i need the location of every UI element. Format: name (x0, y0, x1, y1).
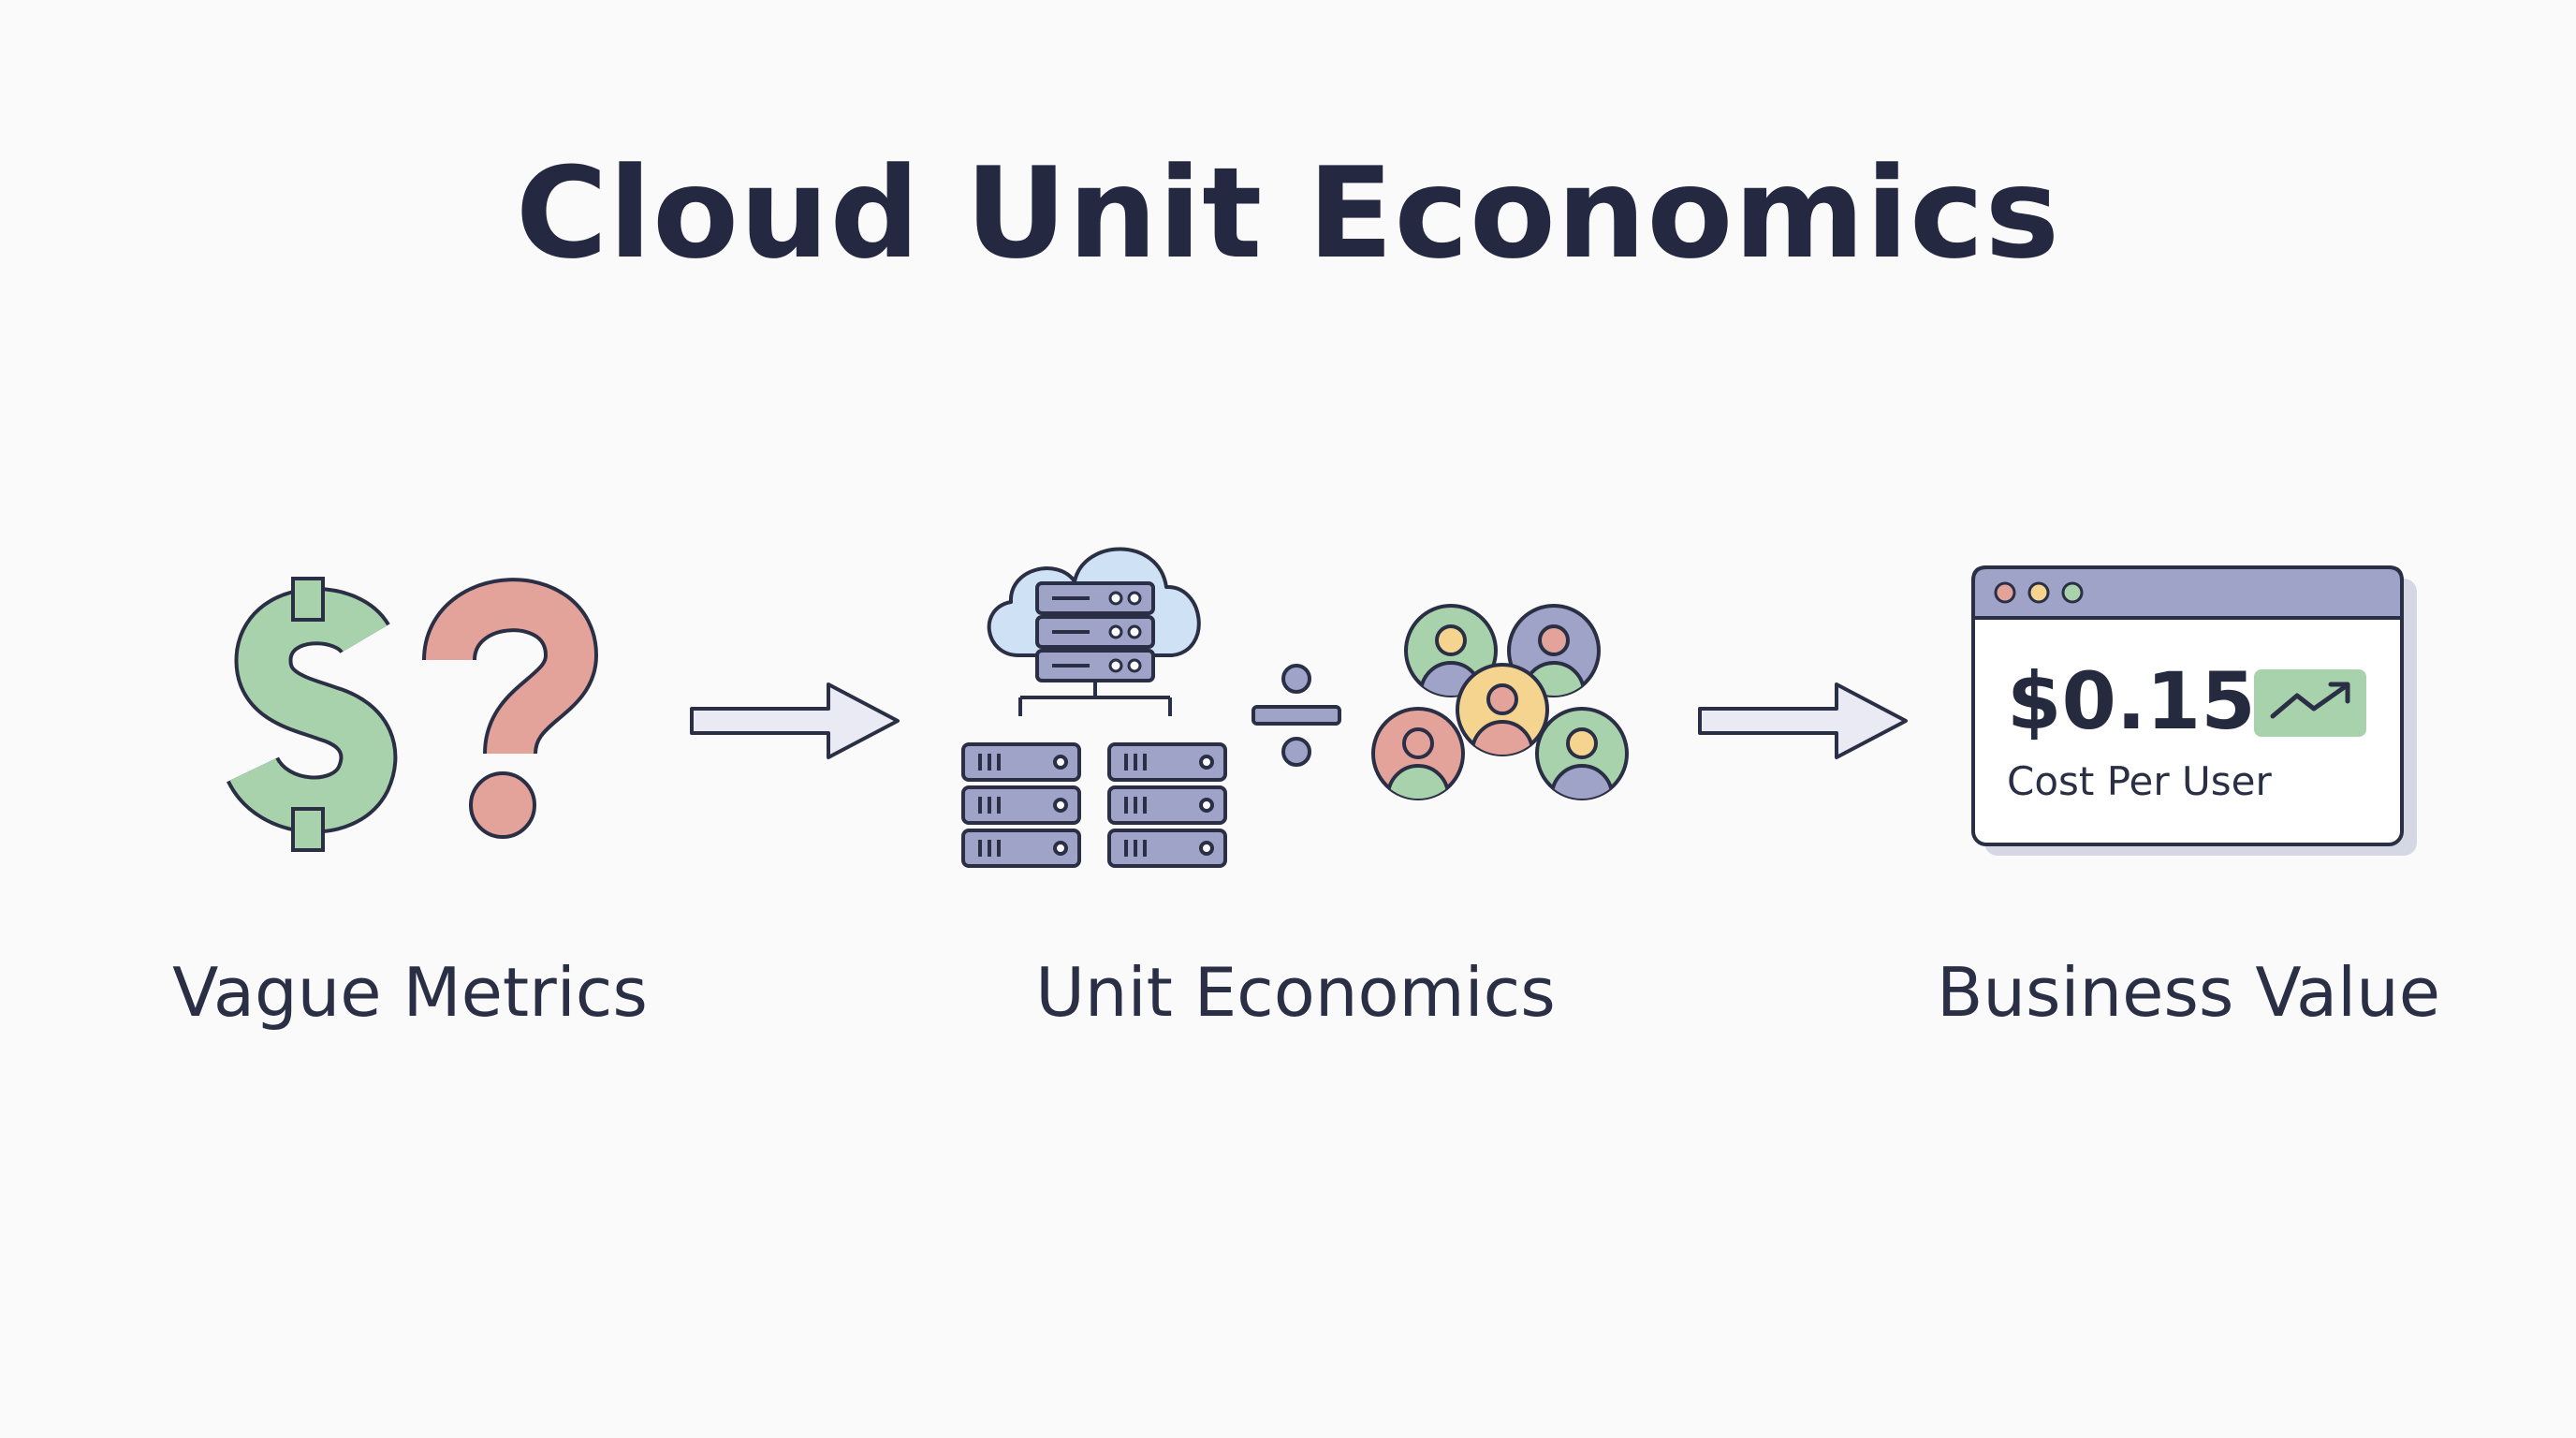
arrow-right-icon (1698, 682, 1908, 759)
page-title: Cloud Unit Economics (515, 140, 2061, 286)
question-mark-icon (422, 578, 599, 839)
divide-icon (1251, 664, 1341, 767)
cost-value: $0.15 (2007, 655, 2256, 747)
server-rack-icon (961, 696, 1227, 868)
users-group-icon (1371, 604, 1629, 800)
arrow-right-icon (690, 682, 900, 759)
stage-label-vague-metrics: Vague Metrics (172, 953, 648, 1032)
cost-caption: Cost Per User (2007, 758, 2272, 804)
dashboard-window-icon (1971, 565, 2417, 856)
cloud-server-icon (987, 547, 1201, 697)
trend-up-icon (2254, 669, 2366, 737)
stage-label-business-value: Business Value (1936, 953, 2441, 1032)
stage-label-unit-economics: Unit Economics (1035, 953, 1556, 1032)
dollar-icon (227, 577, 398, 852)
